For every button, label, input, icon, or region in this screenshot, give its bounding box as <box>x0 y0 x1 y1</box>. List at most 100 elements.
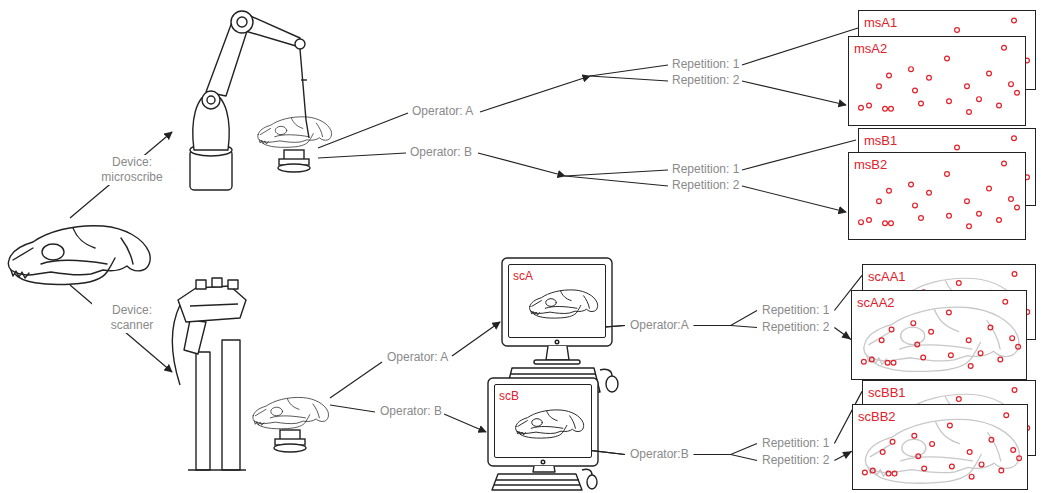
computer-b <box>533 466 555 472</box>
landmark-point <box>998 357 1003 362</box>
landmark-point <box>1016 344 1021 349</box>
scanner-branch-lines <box>330 322 500 432</box>
landmark-point <box>1003 299 1008 304</box>
landmark-point <box>1015 90 1020 95</box>
device-arrows <box>70 285 172 372</box>
landmark-point <box>1002 161 1007 166</box>
landmark-point <box>862 470 867 475</box>
landmark-point <box>955 28 960 33</box>
landmark-card: msB2 <box>848 152 1026 240</box>
landmark-point <box>909 182 914 187</box>
connector <box>592 391 862 454</box>
branch-label: Device: scanner <box>92 303 172 333</box>
landmark-point <box>885 360 890 365</box>
landmark-point <box>919 216 924 221</box>
landmark-point <box>929 329 934 334</box>
computer-a <box>600 369 612 376</box>
microscribe-arm <box>190 11 309 190</box>
scanner-device <box>178 286 246 322</box>
landmark-point <box>968 364 973 369</box>
landmark-point <box>987 186 992 191</box>
computer-a <box>555 340 559 344</box>
computer-a <box>606 376 618 392</box>
landmark-point <box>891 360 896 365</box>
landmark-point <box>867 103 872 108</box>
scanner-branch-lines <box>330 405 375 412</box>
scanner-device <box>196 352 210 470</box>
landmark-point <box>887 73 892 78</box>
arrowhead <box>842 451 852 459</box>
branch-label: Repetition: 1 <box>670 162 741 177</box>
skull-on-stand <box>258 117 332 148</box>
microscribe-branch-lines <box>565 176 668 186</box>
microscribe-arm <box>231 11 253 33</box>
computer-a <box>502 258 618 392</box>
microscribe-branch-lines <box>742 81 846 105</box>
landmark-point <box>997 103 1002 108</box>
landmark-point <box>1009 82 1014 87</box>
scanner-branch-lines <box>452 322 500 356</box>
computer-b <box>587 475 597 489</box>
landmark-point <box>869 357 874 362</box>
landmark-point <box>967 450 972 455</box>
branch-label: Device: microscribe <box>92 155 172 185</box>
microscribe-branch-lines <box>590 65 668 76</box>
connector-line <box>592 391 862 454</box>
node-title: scAA1 <box>868 269 906 285</box>
scanner-device <box>172 278 246 470</box>
landmark-point <box>1011 448 1016 453</box>
scanner-branch-lines <box>330 362 382 398</box>
landmark-point <box>978 351 983 356</box>
monitor-screen: scB <box>494 384 592 458</box>
landmark-point <box>945 172 950 177</box>
landmark-point <box>969 474 974 479</box>
scanner-device <box>228 280 238 289</box>
landmark-point <box>1010 336 1015 341</box>
landmark-point <box>967 224 972 229</box>
landmark-point <box>1002 45 1007 50</box>
edge-label: Repetition: 1 <box>760 436 831 451</box>
branch-label: Repetition: 1 <box>670 57 741 72</box>
branch-label: Operator: A <box>385 350 450 365</box>
microscribe-arm <box>300 49 309 138</box>
computer-b <box>492 474 582 490</box>
branch-label: Operator:B <box>628 447 691 462</box>
landmark-point <box>1015 205 1020 210</box>
computer-a <box>546 346 569 360</box>
landmark-point <box>1017 456 1022 461</box>
landmark-point <box>887 188 892 193</box>
landmark-card: msA2 <box>848 36 1026 126</box>
node-title: msA1 <box>864 15 897 31</box>
landmark-point <box>1012 388 1017 393</box>
skull-on-stand <box>278 164 310 172</box>
microscribe-arm <box>193 92 229 150</box>
microscribe-arm <box>295 39 305 49</box>
skull-image <box>516 410 584 438</box>
skull-outline <box>865 419 1019 483</box>
landmark-point <box>913 203 918 208</box>
landmark-point <box>870 468 875 473</box>
scanner-device <box>184 320 206 354</box>
microscribe-branch-lines <box>742 186 846 212</box>
computer-b <box>582 469 592 475</box>
landmark-point <box>922 466 927 471</box>
landmark-point <box>889 106 894 111</box>
monitor-screen: scA <box>508 264 606 338</box>
landmark-point <box>912 433 917 438</box>
branch-label: Repetition: 2 <box>670 178 741 193</box>
computer-b <box>488 378 598 490</box>
microscribe-arm <box>202 91 220 109</box>
landmark-point <box>1004 413 1009 418</box>
landmark-point <box>883 221 888 226</box>
landmark-point <box>1012 136 1017 141</box>
landmark-point <box>927 75 932 80</box>
microscribe-branch-lines <box>478 153 565 176</box>
edge-label: Repetition: 2 <box>760 453 831 468</box>
microscribe-branch-lines <box>742 28 858 65</box>
landmark-point <box>927 190 932 195</box>
node-title: scA <box>513 269 533 283</box>
microscribe-arm <box>207 96 215 104</box>
specimen-skull <box>8 226 150 285</box>
landmark-point <box>966 338 971 343</box>
